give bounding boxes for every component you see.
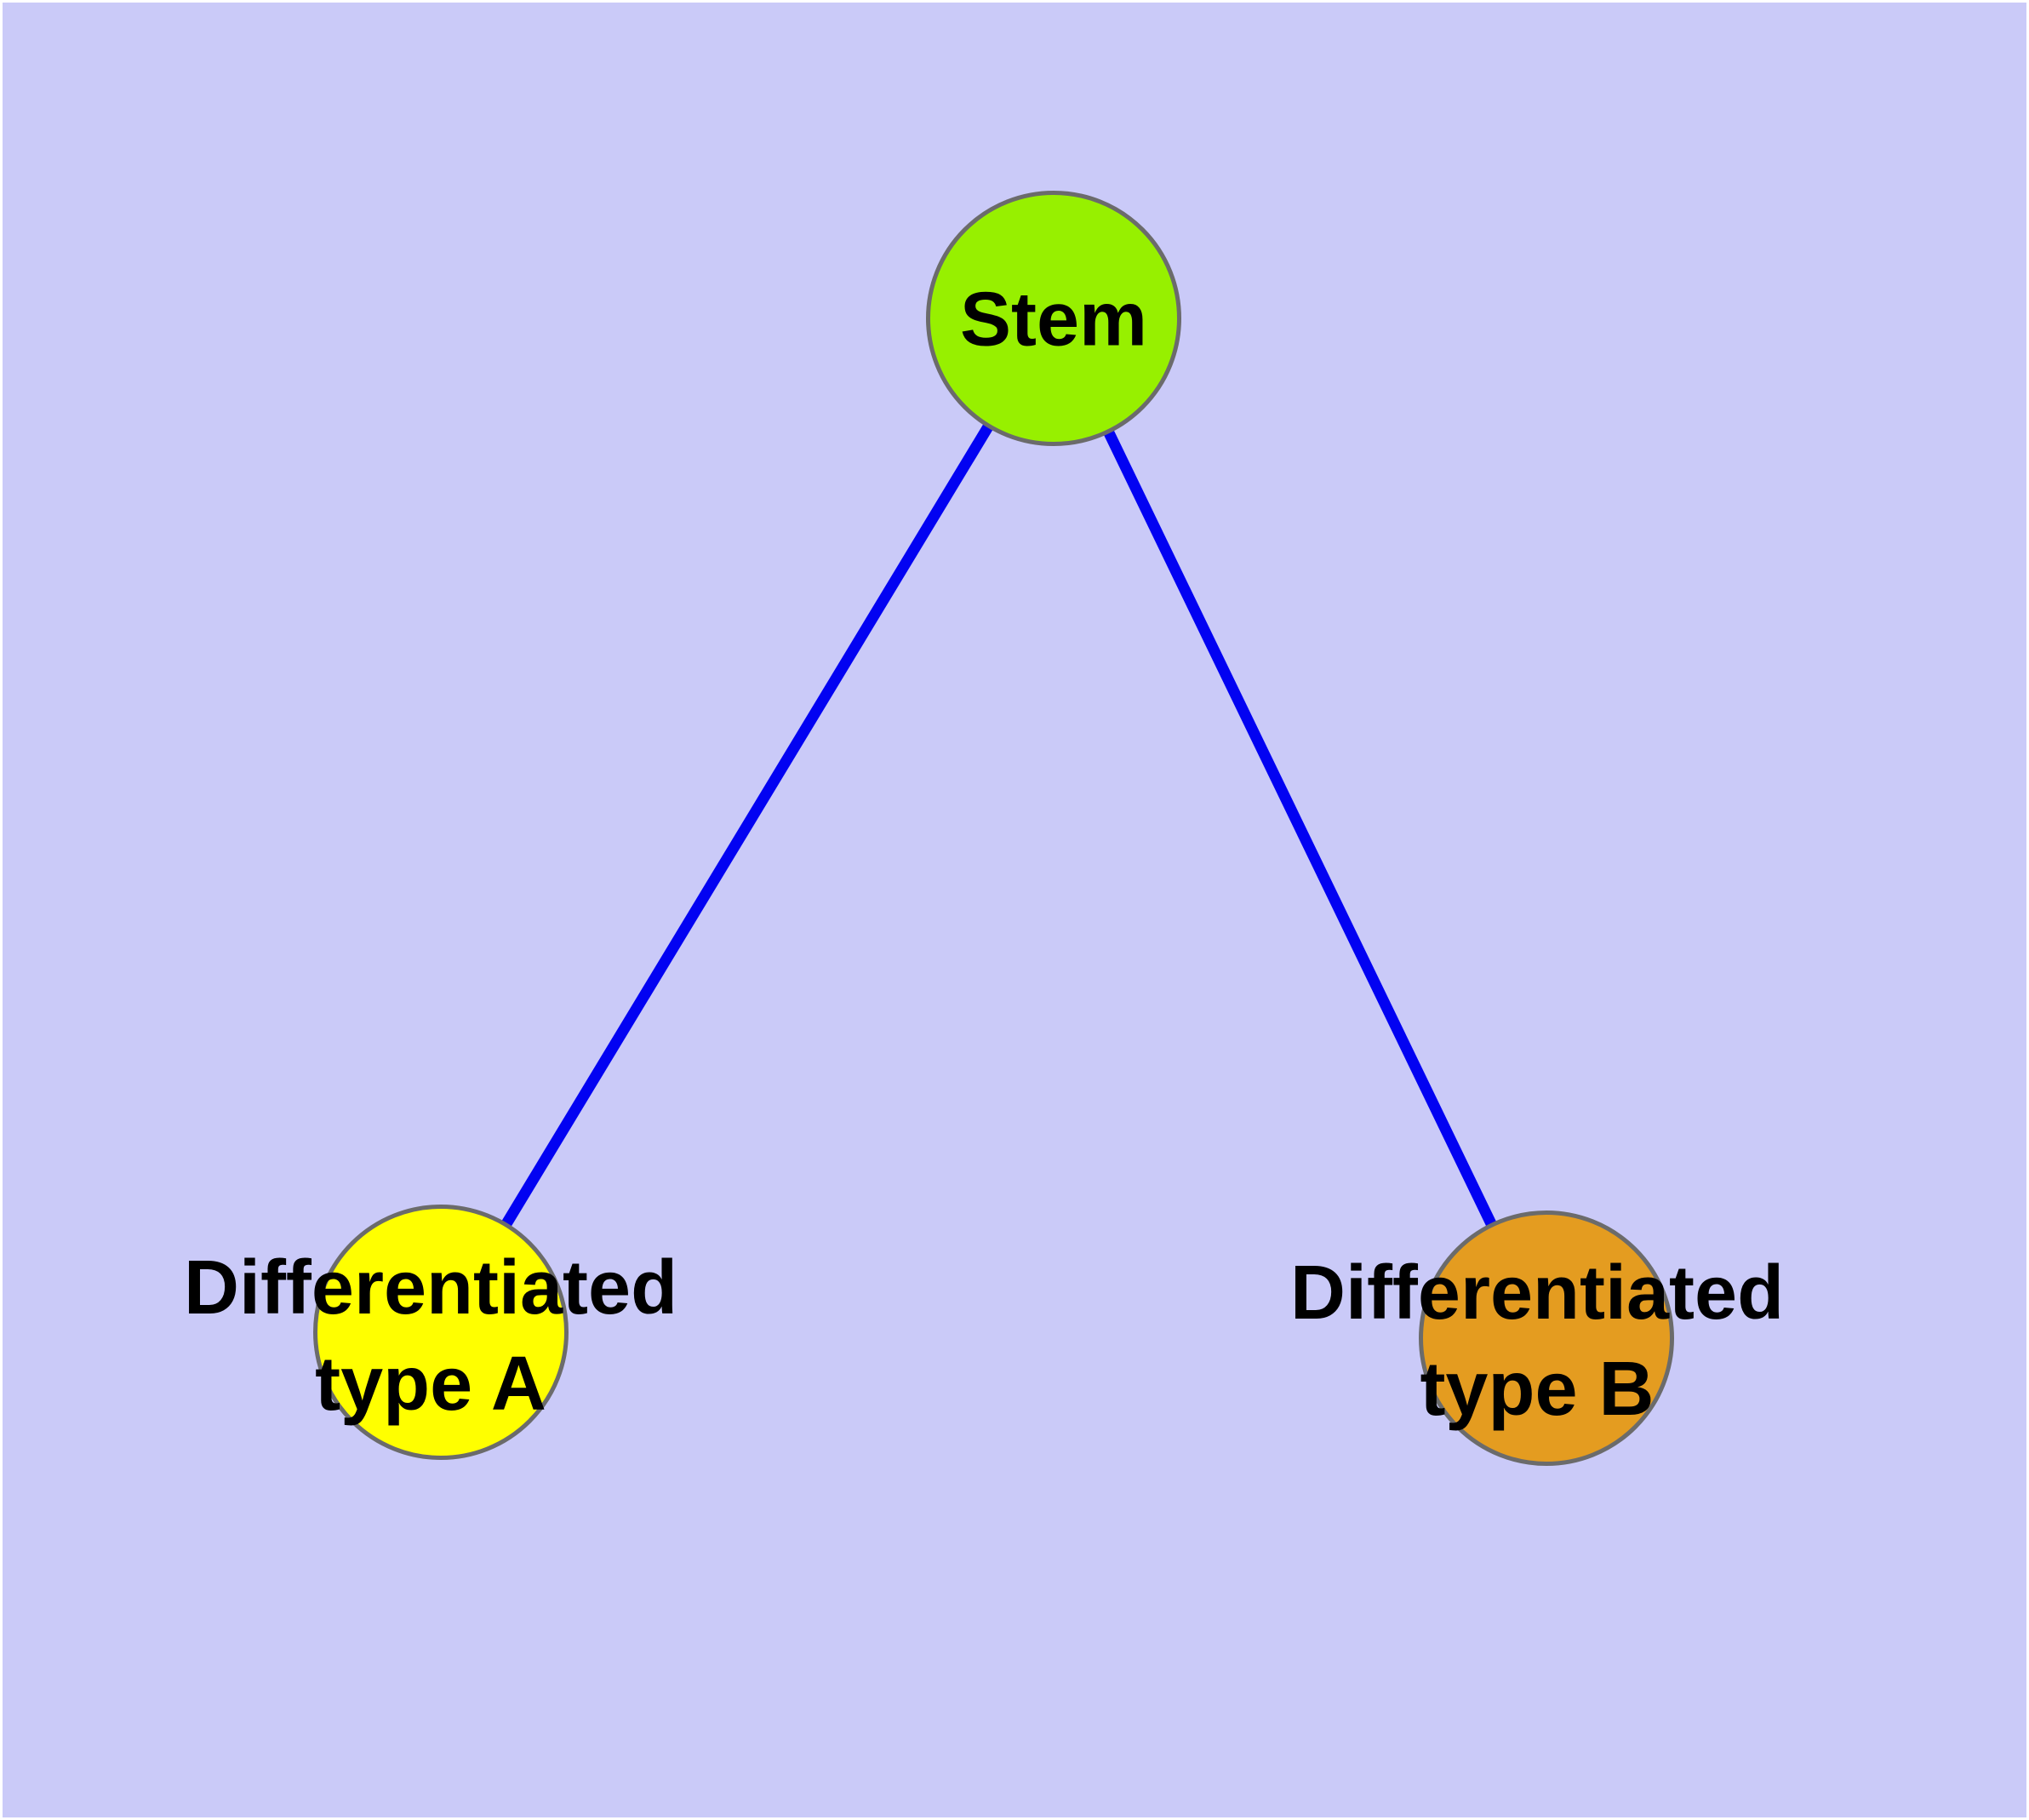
node-stem-label-text: Stem [959,277,1148,363]
node-type-a-label-line1: Differentiated [183,1245,678,1331]
node-stem [926,191,1181,446]
graph-canvas: Stem Differentiated type A Differentiate… [3,3,2026,1817]
node-type-b-label: Differentiated type B [1290,1245,1784,1438]
node-differentiated-type-b [1419,1210,1674,1466]
node-stem-label: Stem [960,272,1147,369]
node-type-a-label: Differentiated type A [184,1240,677,1433]
node-type-b-label-line1: Differentiated [1289,1251,1785,1336]
node-differentiated-type-a [313,1205,569,1460]
edge-stem-to-type-a [436,315,1059,1336]
node-type-b-label-line2: type B [1420,1347,1655,1432]
edge-stem-to-type-b [1049,316,1552,1341]
node-type-a-label-line2: type A [315,1342,546,1427]
